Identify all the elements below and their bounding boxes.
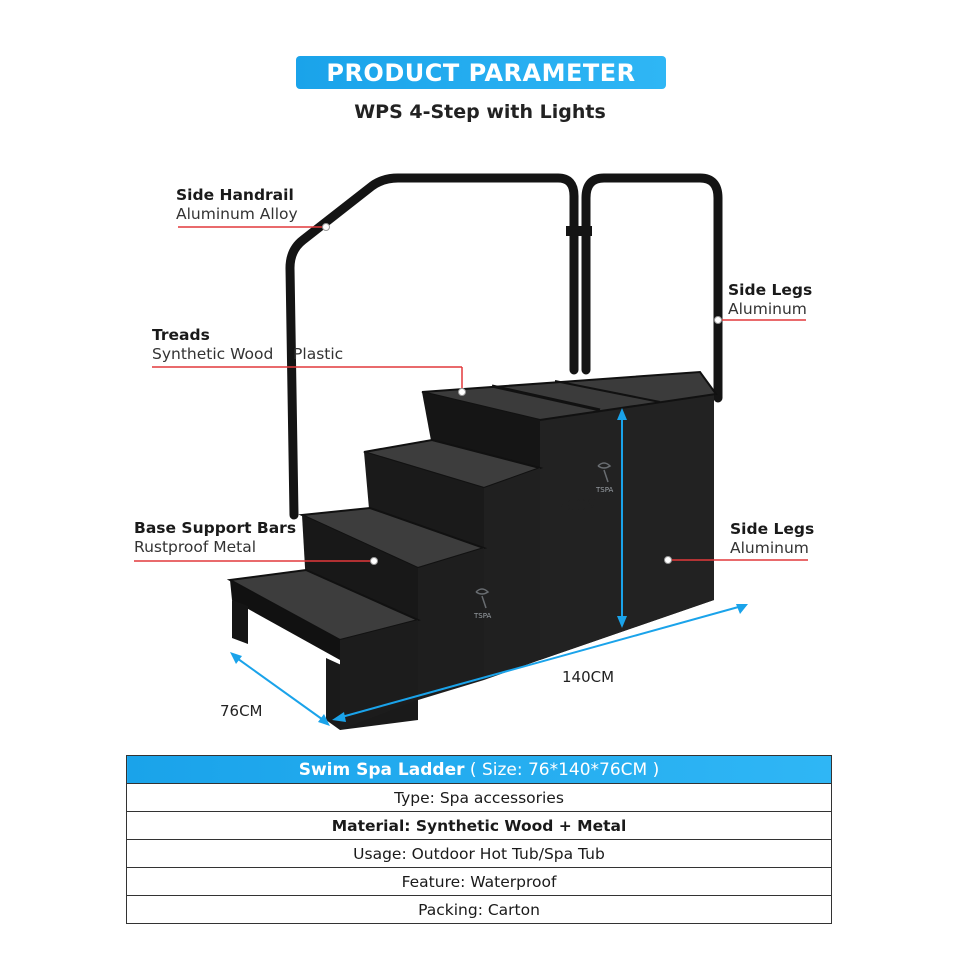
dimension-length-label: 140CM (562, 668, 614, 686)
callout-title: Treads (152, 326, 210, 344)
watermark-logo (475, 462, 612, 609)
dimension-depth-line (230, 652, 330, 726)
spec-usage: Usage: Outdoor Hot Tub/Spa Tub (126, 839, 832, 868)
spec-header-product: Swim Spa Ladder (298, 759, 465, 780)
spec-table: Swim Spa Ladder ( Size: 76*140*76CM ) Ty… (126, 755, 832, 924)
handrail-clamp (566, 226, 592, 236)
watermark-text-2: TSPA (473, 612, 491, 620)
product-subtitle: WPS 4-Step with Lights (354, 101, 606, 123)
callout-dots (322, 223, 722, 565)
handrail-left (285, 173, 579, 520)
callout-title: Base Support Bars (134, 519, 297, 537)
callout-side-handrail: Side Handrail Aluminum Alloy (176, 186, 298, 224)
dimension-height-line (617, 408, 627, 628)
callout-sub: Rustproof Metal (134, 538, 257, 556)
callout-treads: Treads Synthetic Wood Plastic (152, 326, 343, 364)
callout-title: Side Legs (730, 520, 815, 538)
dimension-height-label: 76CM (556, 496, 599, 514)
ladder-illustration: TSPA TSPA 76CM 140CM 76CM (134, 173, 808, 730)
spec-type: Type: Spa accessories (126, 783, 832, 812)
callout-side-legs-lower: Side Legs Aluminum (730, 520, 814, 558)
table-row: Usage: Outdoor Hot Tub/Spa Tub (126, 839, 832, 868)
handrail-right (581, 173, 723, 403)
dimension-depth-label: 76CM (220, 702, 263, 720)
spec-table-header: Swim Spa Ladder ( Size: 76*140*76CM ) (126, 755, 832, 784)
callout-sub: Aluminum Alloy (176, 205, 298, 223)
product-parameter-banner: PRODUCT PARAMETER (296, 56, 666, 89)
spec-feature: Feature: Waterproof (126, 867, 832, 896)
tread-top (421, 370, 718, 422)
table-row: Feature: Waterproof (126, 867, 832, 896)
table-row: Packing: Carton (126, 895, 832, 924)
callout-leaders (134, 226, 808, 562)
spec-packing: Packing: Carton (126, 895, 832, 924)
spec-header-cell: Swim Spa Ladder ( Size: 76*140*76CM ) (126, 755, 832, 784)
table-row: Material: Synthetic Wood + Metal (126, 811, 832, 840)
watermark-text: TSPA (595, 486, 613, 494)
callout-side-legs-upper: Side Legs Aluminum (728, 281, 812, 319)
callout-sub: Synthetic Wood Plastic (152, 345, 344, 363)
callout-sub: Aluminum (728, 300, 807, 318)
spec-header-size: ( Size: 76*140*76CM ) (464, 759, 660, 780)
dimension-length-line (332, 604, 748, 722)
spec-material: Material: Synthetic Wood + Metal (126, 811, 832, 840)
table-row: Type: Spa accessories (126, 783, 832, 812)
callout-title: Side Legs (728, 281, 813, 299)
callout-sub: Aluminum (730, 539, 809, 557)
callout-base-support-bars: Base Support Bars Rustproof Metal (134, 519, 296, 557)
ladder-body (226, 370, 718, 730)
callout-title: Side Handrail (176, 186, 294, 204)
